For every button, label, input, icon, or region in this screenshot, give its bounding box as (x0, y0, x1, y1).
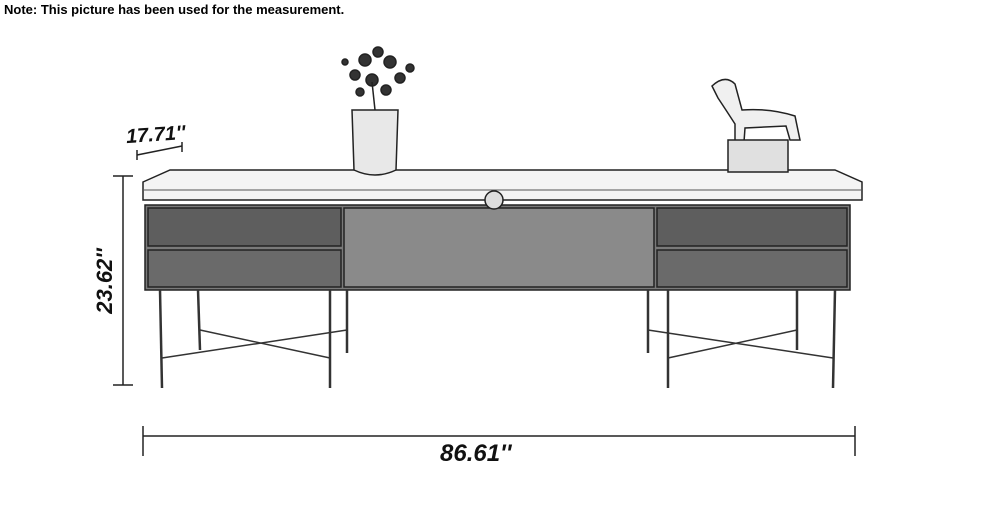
measurement-note: Note: This picture has been used for the… (4, 2, 345, 17)
height-label: 23.62'' (91, 248, 117, 314)
horse-statue-decor (711, 78, 801, 173)
flower-vase-decor (341, 46, 415, 176)
drawer-cabinet (144, 190, 851, 291)
table-legs (158, 289, 837, 389)
height-dimension-line (113, 175, 133, 386)
depth-label: 17.71'' (125, 121, 187, 149)
table-top (142, 169, 863, 201)
width-label: 86.61'' (440, 440, 512, 467)
depth-dimension-line (136, 145, 183, 156)
width-dimension-line (142, 426, 856, 456)
